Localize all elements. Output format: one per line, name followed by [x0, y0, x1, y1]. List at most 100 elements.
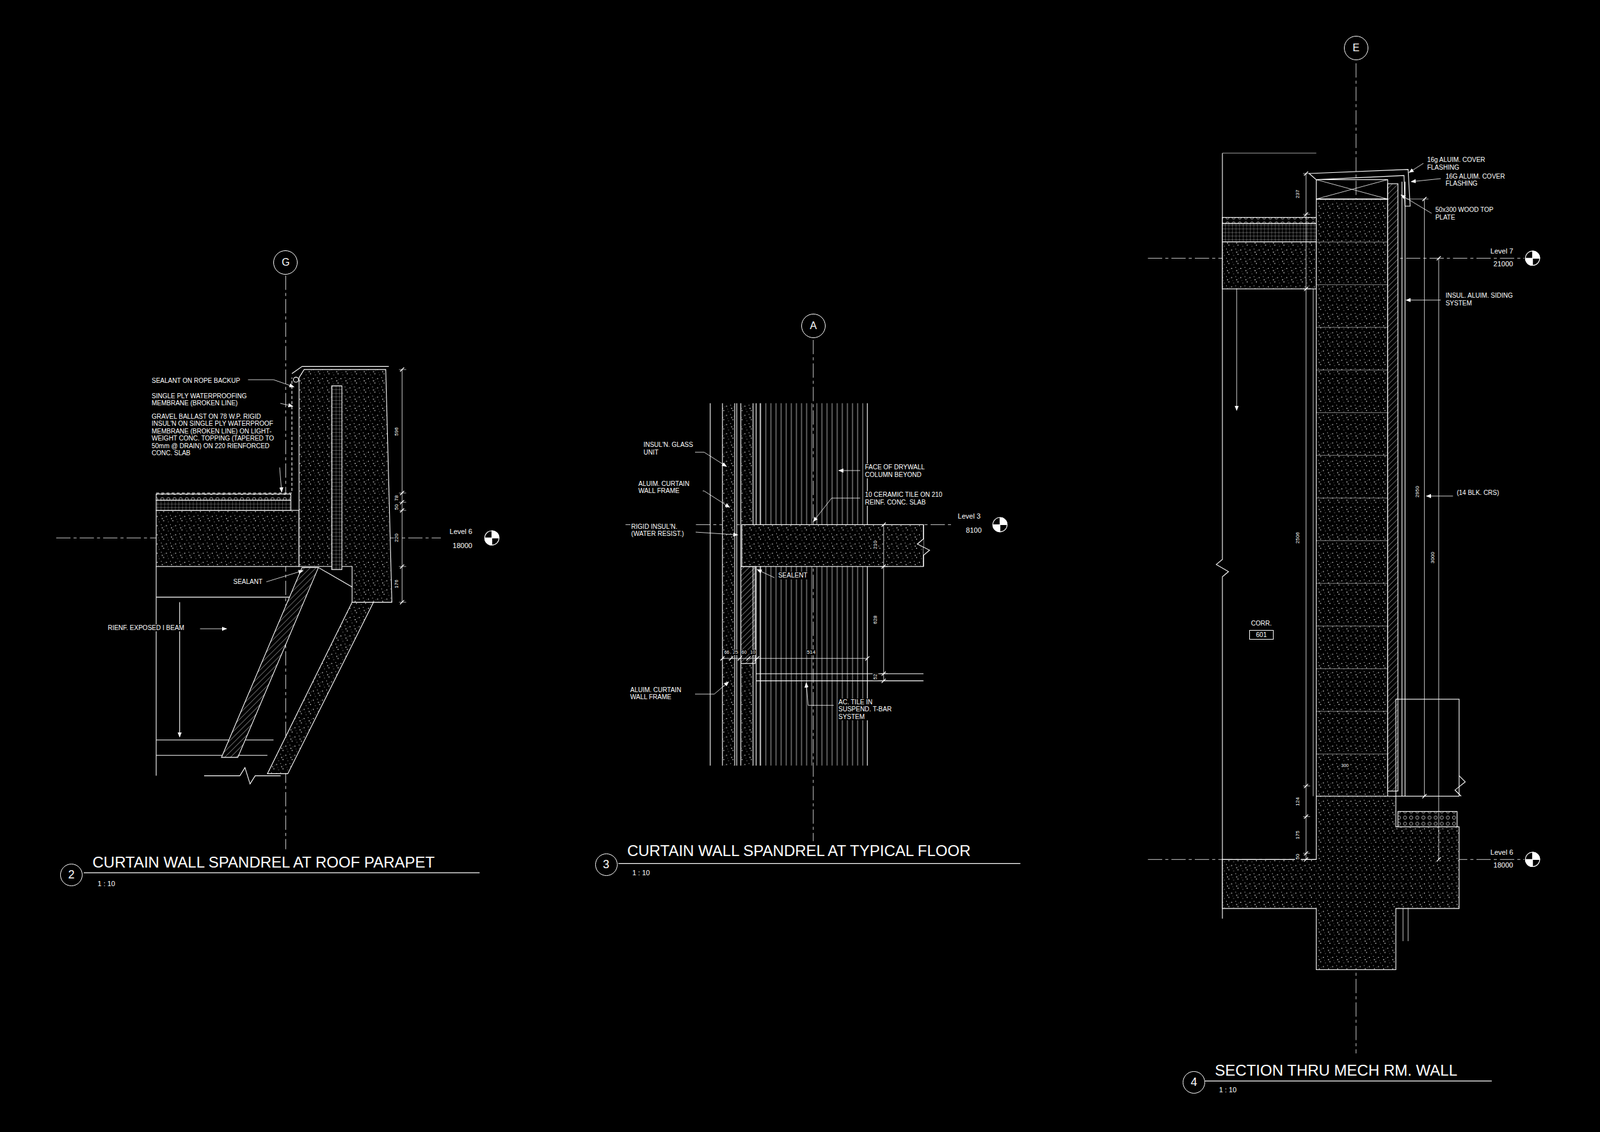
- detail-roof-parapet-line: [200, 628, 227, 630]
- grid-bubble: G: [273, 250, 298, 275]
- level-elevation: 8100: [965, 526, 982, 535]
- detail-mech-room-wall-line: [1402, 908, 1408, 941]
- detail-mech-room-wall-line: [1422, 197, 1426, 799]
- detail-typical-floor-line: [880, 524, 888, 681]
- grid-bubble: A: [801, 313, 826, 338]
- dimension: 10: [749, 649, 756, 655]
- detail-mech-room-wall-line: [1387, 183, 1398, 792]
- detail-number: 4: [1190, 1075, 1197, 1089]
- detail-mech-room-wall-line: [1316, 179, 1389, 200]
- detail-roof-parapet-line: [83, 871, 480, 873]
- detail-typical-floor-line: [757, 569, 775, 578]
- detail-mech-room-wall-line: [1409, 163, 1424, 173]
- detail-mech-room-wall-line: [1438, 257, 1439, 859]
- note: RIGID INSUL'N. (WATER RESIST.): [630, 522, 696, 538]
- detail-number: 3: [602, 857, 610, 872]
- detail-typical-floor-line: [917, 524, 930, 566]
- detail-roof-parapet-line: [156, 754, 268, 756]
- detail-mech-room-wall-line: [1222, 152, 1317, 154]
- detail-mech-room-wall-line: [1395, 698, 1460, 796]
- dimension: 66: [723, 649, 731, 655]
- detail-roof-parapet-line: [484, 530, 499, 545]
- dimension: 628: [872, 614, 879, 624]
- note: ALUIM. CURTAIN WALL FRAME: [637, 480, 703, 495]
- detail-typical-floor-line: [992, 524, 1000, 532]
- detail-roof-parapet-line: [400, 367, 404, 605]
- level-name: Level 3: [957, 512, 982, 521]
- note: RIENF. EXPOSED I BEAM: [106, 624, 185, 632]
- detail-mech-room-wall-line: [1205, 1080, 1492, 1081]
- detail-mech-room-wall-line: [1304, 171, 1309, 862]
- dimension: 176: [394, 578, 400, 589]
- detail-roof-parapet-line: [156, 494, 291, 501]
- detail-mech-room-wall-line: [1312, 288, 1314, 796]
- detail-title: SECTION THRU MECH RM. WALL: [1214, 1061, 1458, 1080]
- detail-mech-room-wall-line: [1222, 241, 1317, 289]
- room-name: CORR.: [1250, 619, 1273, 628]
- detail-roof-parapet-line: [179, 602, 180, 737]
- detail-typical-floor-line: [839, 469, 861, 471]
- detail-mech-room-wall-line: [1436, 256, 1441, 861]
- detail-roof-parapet: [56, 275, 500, 873]
- note: SEALANT: [232, 577, 264, 586]
- detail-mech-room-wall-line: [1525, 858, 1533, 866]
- grid-letter: E: [1352, 42, 1360, 54]
- detail-title: CURTAIN WALL SPANDREL AT TYPICAL FLOOR: [626, 841, 972, 860]
- note: (14 BLK. CRS): [1456, 488, 1500, 497]
- detail-roof-parapet-line: [492, 530, 500, 538]
- detail-mech-room-wall-line: [1316, 199, 1389, 797]
- detail-mech-room-wall-line: [1236, 288, 1238, 411]
- detail-roof-parapet-line: [248, 379, 295, 387]
- note: 50x300 WOOD TOP PLATE: [1434, 206, 1497, 221]
- detail-typical-floor-line: [806, 682, 834, 706]
- note: GRAVEL BALLAST ON 78 W.P. RIGID INSUL'N …: [151, 412, 278, 457]
- detail-typical-floor-line: [999, 517, 1007, 525]
- dimension: 175: [1294, 830, 1301, 840]
- detail-circle: 4: [1182, 1070, 1206, 1094]
- detail-typical-floor-line: [741, 524, 924, 566]
- dimension: 514: [806, 648, 816, 655]
- detail-typical-floor-line: [722, 403, 735, 766]
- detail-mech-room-wall-line: [1401, 181, 1403, 797]
- detail-roof-parapet-line: [155, 566, 157, 776]
- level-elevation: 18000: [1493, 860, 1515, 870]
- dimension: 300: [1340, 762, 1350, 768]
- dimension: 78: [394, 494, 400, 502]
- detail-mech-room-wall-line: [1222, 217, 1317, 224]
- detail-circle: 2: [60, 863, 83, 886]
- detail-mech-room-wall-line: [1532, 851, 1540, 859]
- detail-mech-room-wall-line: [1424, 199, 1425, 797]
- detail-mech-room-wall-line: [1400, 194, 1432, 214]
- note: INSUL'N. GLASS UNIT: [642, 440, 696, 456]
- detail-scale: 1 : 10: [1218, 1085, 1238, 1094]
- detail-typical-floor-line: [720, 656, 870, 660]
- note: SEALENT: [777, 571, 809, 580]
- level-name: Level 7: [1489, 247, 1514, 256]
- detail-roof-parapet-line: [156, 739, 274, 740]
- room-tag: CORR.601: [1249, 629, 1275, 640]
- dimension: 2506: [1294, 531, 1301, 544]
- detail-roof-parapet-line: [318, 567, 353, 587]
- note: AC. TILE IN SUSPEND. T-BAR SYSTEM: [837, 698, 897, 721]
- detail-roof-parapet-line: [156, 499, 291, 511]
- detail-roof-parapet-line: [267, 602, 374, 774]
- detail-typical-floor-line: [881, 522, 886, 683]
- detail-mech-room-wall-line: [1316, 199, 1389, 797]
- detail-roof-parapet-line: [156, 510, 299, 567]
- grid-letter: G: [281, 256, 290, 269]
- detail-typical-floor-line: [755, 680, 923, 681]
- detail-roof-parapet-line: [398, 369, 406, 602]
- detail-typical-floor-line: [690, 531, 738, 536]
- detail-roof-parapet-line: [266, 570, 303, 582]
- detail-mech-room-wall-line: [1454, 775, 1465, 797]
- detail-number: 2: [68, 867, 75, 882]
- detail-typical-floor-line: [618, 862, 1021, 864]
- detail-mech-room-wall-line: [1525, 257, 1533, 265]
- dimension: 237: [1294, 188, 1301, 199]
- detail-typical-floor-line: [741, 663, 754, 765]
- detail-mech-room-wall-line: [1532, 250, 1540, 258]
- note: 16g ALUIM. COVER FLASHING: [1426, 156, 1492, 171]
- detail-mech-room-wall-line: [1406, 199, 1429, 797]
- detail-mech-room-wall-line: [1404, 181, 1406, 797]
